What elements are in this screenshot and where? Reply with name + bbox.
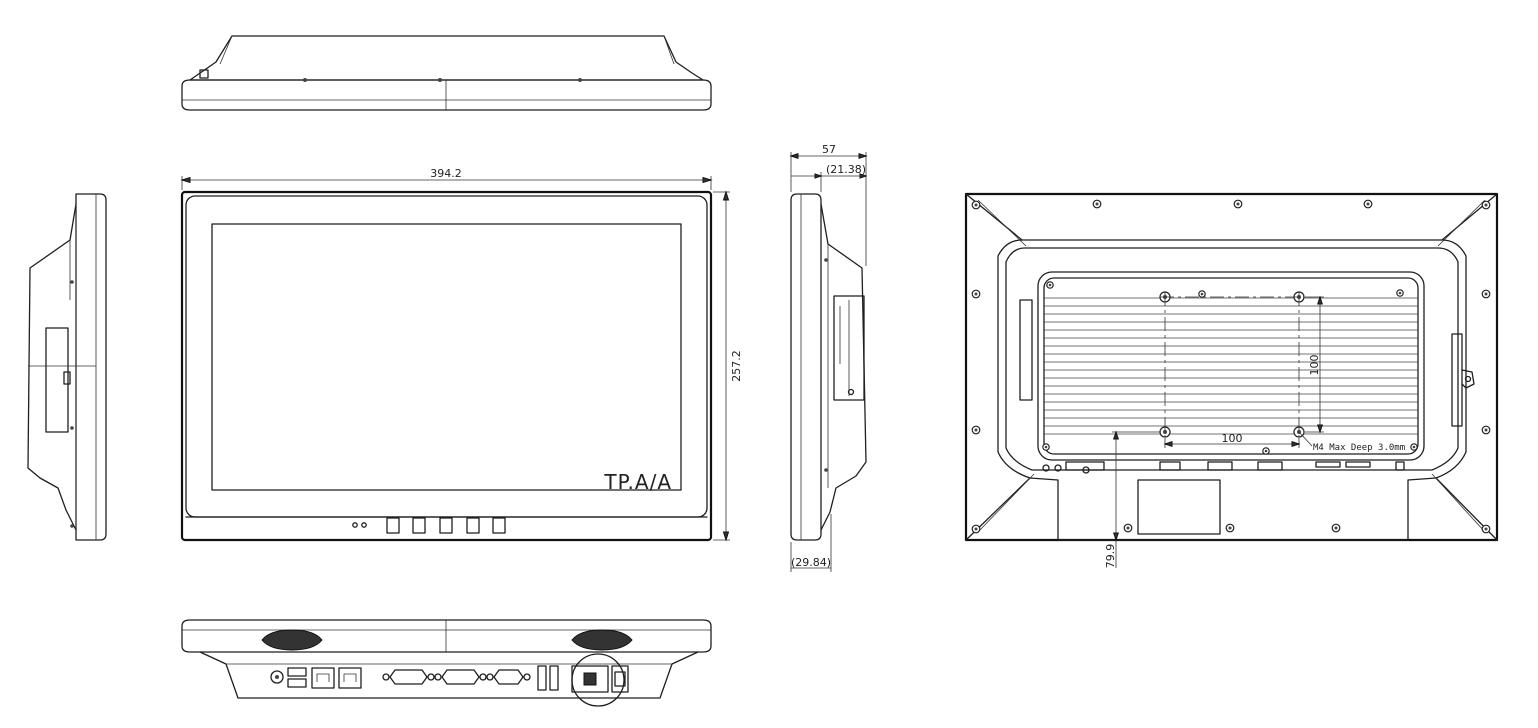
depth-dimension: 57 xyxy=(822,143,836,156)
rear-io-ports xyxy=(1042,461,1405,474)
height-dimension: 257.2 xyxy=(730,350,743,382)
rear-view: 100 100 M4 Max Deep 3.0mm 79.9 xyxy=(964,192,1499,569)
bottom-view xyxy=(181,619,712,707)
right-side-view: 57 (21.38) (29.84) xyxy=(789,143,868,572)
screw-note: M4 Max Deep 3.0mm xyxy=(1313,443,1405,453)
vesa-horizontal-dimension: 100 xyxy=(1222,432,1243,445)
body-depth-dimension: (29.84) xyxy=(791,556,831,569)
width-dimension: 394.2 xyxy=(430,167,462,180)
vesa-vertical-dimension: 100 xyxy=(1308,355,1321,376)
front-view: TP.A/A 394.2 257.2 xyxy=(180,167,743,542)
left-side-view xyxy=(27,193,107,541)
top-view xyxy=(181,35,712,111)
bezel-depth-dimension: (21.38) xyxy=(826,163,866,176)
heatsink-fins xyxy=(1044,297,1418,435)
mount-offset-dimension: 79.9 xyxy=(1104,544,1117,569)
mounting-holes xyxy=(971,199,1491,534)
brand-logo: TP.A/A xyxy=(603,470,672,494)
